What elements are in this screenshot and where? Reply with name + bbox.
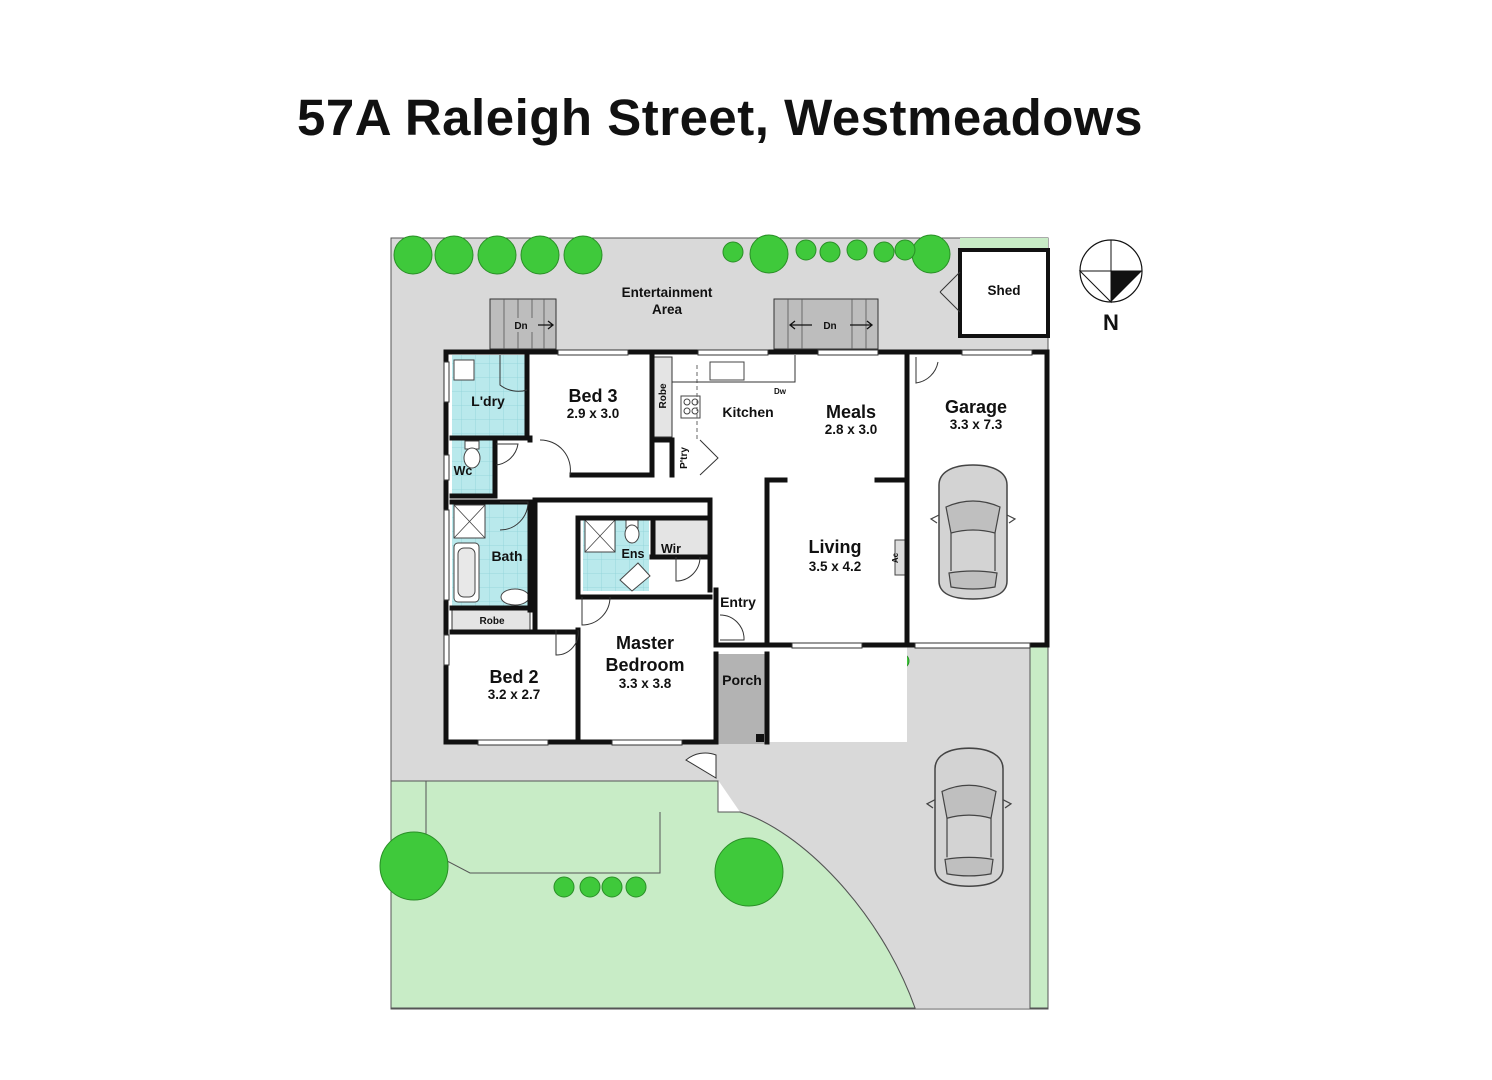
bed2-size: 3.2 x 2.7: [488, 687, 541, 702]
living-size: 3.5 x 4.2: [809, 559, 862, 574]
porch-post: [756, 734, 764, 742]
bed2-name: Bed 2: [489, 667, 538, 687]
wc-label: Wc: [454, 464, 473, 478]
kitchen-label: Kitchen: [722, 404, 773, 420]
garage-name: Garage: [945, 397, 1007, 417]
meals-size: 2.8 x 3.0: [825, 422, 878, 437]
pantry-label: P'try: [679, 447, 690, 469]
porch-label: Porch: [722, 672, 762, 688]
shed-label: Shed: [987, 283, 1020, 298]
meals-name: Meals: [826, 402, 876, 422]
laundry-label: L'dry: [471, 393, 505, 409]
dishwasher-label: Dw: [774, 387, 787, 396]
steps-left-label: Dn: [514, 321, 527, 332]
master-size: 3.3 x 3.8: [619, 676, 672, 691]
bed3-size: 2.9 x 3.0: [567, 406, 620, 421]
garage-size: 3.3 x 7.3: [950, 417, 1003, 432]
robe-bed3-label: Robe: [658, 383, 669, 408]
car-garage: [931, 465, 1015, 599]
entertainment-area-label-2: Area: [652, 302, 683, 317]
compass-north-label: N: [1103, 310, 1119, 335]
master-name-1: Master: [616, 633, 674, 653]
entertainment-area-label-1: Entertainment: [622, 285, 713, 300]
robe-bed2-label: Robe: [480, 616, 505, 627]
master-name-2: Bedroom: [605, 655, 684, 675]
car-driveway: [927, 748, 1011, 886]
bath-label: Bath: [491, 548, 522, 564]
ensuite-label: Ens: [622, 547, 645, 561]
wir-label: Wir: [661, 542, 681, 556]
entry-label: Entry: [720, 594, 756, 610]
compass-icon: [1080, 240, 1142, 302]
living-name: Living: [809, 537, 862, 557]
bed3-name: Bed 3: [568, 386, 617, 406]
aircon-label: Ac: [891, 552, 900, 563]
steps-right-label: Dn: [823, 321, 836, 332]
